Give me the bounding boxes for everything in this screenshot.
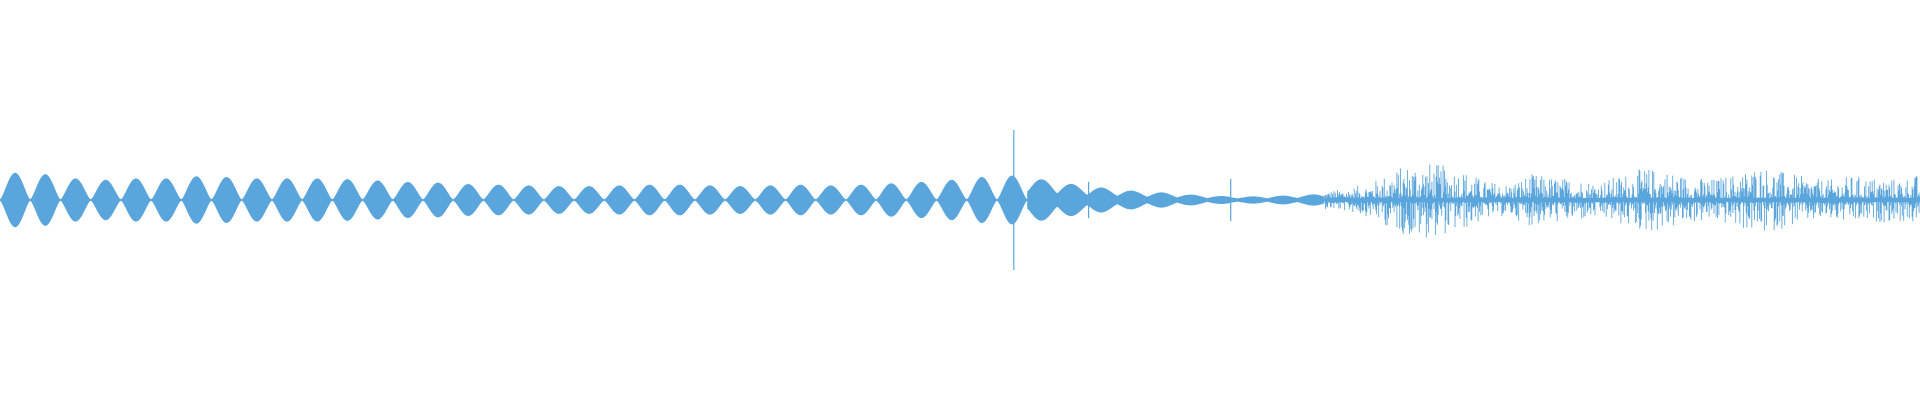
waveform-trace bbox=[0, 130, 1920, 270]
waveform-noise-region bbox=[1324, 164, 1920, 238]
